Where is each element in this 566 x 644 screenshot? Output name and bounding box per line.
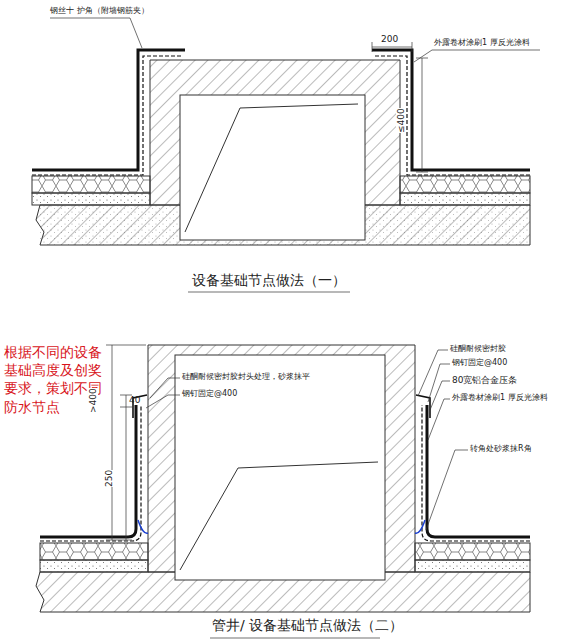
dimension: >400 <box>88 388 98 413</box>
note-label: 外露卷材涂刷1 厚反光涂料 <box>452 393 548 402</box>
note-label: 钢钉固定@400 <box>182 389 237 398</box>
dimension: ≤400 <box>396 108 406 133</box>
dimension: 200 <box>381 34 398 44</box>
detail-one <box>32 18 540 292</box>
note-label: 硅酮耐候密封胶 <box>450 344 506 353</box>
note-label: 80宽铝合金压条 <box>452 375 517 385</box>
caption: 管井/ 设备基础节点做法（二） <box>212 617 403 633</box>
caption: 设备基础节点做法（一） <box>192 272 346 288</box>
note-label: 硅酮耐候密封胶封头处理，砂浆抹平 <box>182 372 310 381</box>
detail-two <box>36 345 530 638</box>
dimension: 250 <box>104 470 114 487</box>
dimension: 40 <box>129 395 140 405</box>
note-label: 钢钉固定@400 <box>452 358 507 367</box>
note-label: 外露卷材涂刷1 厚反光涂料 <box>434 38 530 47</box>
note-label: 钢丝十 护角（附墙钢筋夹） <box>50 6 149 15</box>
note-label: 转角处砂浆抹R角 <box>470 444 532 453</box>
